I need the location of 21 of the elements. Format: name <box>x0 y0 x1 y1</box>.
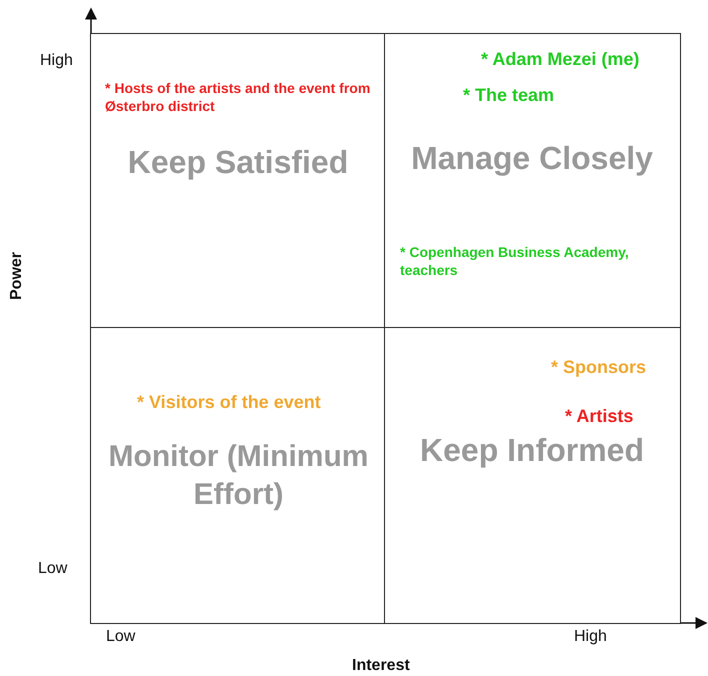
axis-title: Interest <box>352 657 410 675</box>
stakeholder-note: * Adam Mezei (me) <box>481 48 640 70</box>
quadrant-box <box>384 327 681 624</box>
stakeholder-note: * Sponsors <box>551 356 648 378</box>
stakeholder-note: * Copenhagen Business Academy, teachers <box>400 244 630 279</box>
stakeholder-note: * Visitors of the event <box>137 391 322 414</box>
axis-tick-label: High <box>574 628 607 646</box>
quadrant-box <box>384 33 681 330</box>
axis-tick-label: High <box>40 52 73 70</box>
quadrant-title: Keep Satisfied <box>126 143 350 182</box>
quadrant-box <box>90 33 387 330</box>
stakeholder-note: * Artists <box>565 405 634 428</box>
axis-tick-label: Low <box>106 628 136 646</box>
quadrant-title: Monitor (Minimum Effort) <box>108 439 370 512</box>
axis-tick-label: Low <box>38 560 68 578</box>
stakeholder-note: * The team <box>463 84 556 106</box>
quadrant-title: Manage Closely <box>410 139 654 178</box>
axis-title: Power <box>8 252 26 300</box>
quadrant-box <box>90 327 387 624</box>
quadrant-title: Keep Informed <box>418 431 646 470</box>
stakeholder-note: * Hosts of the artists and the event from Østerbro district <box>105 80 372 115</box>
